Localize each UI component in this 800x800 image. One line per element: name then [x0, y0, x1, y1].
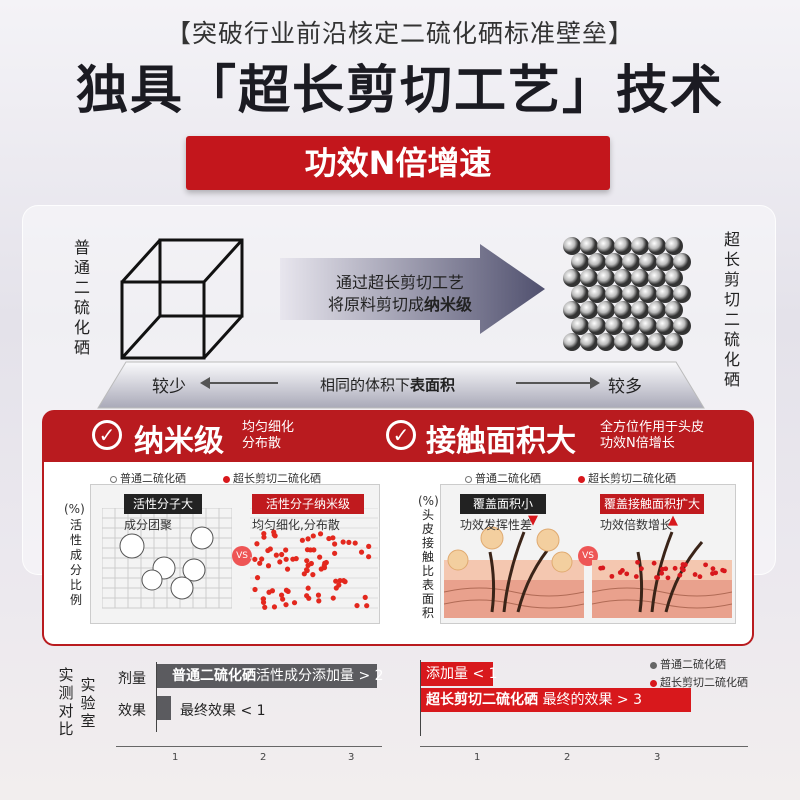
- chart2-right-label: 覆盖接触面积扩大: [600, 494, 704, 514]
- left-arrow-line: [204, 382, 278, 384]
- legend-dot-ultra: [223, 475, 230, 483]
- check-icon: ✓: [386, 420, 416, 450]
- skin-diagram-left: [444, 526, 584, 618]
- skin-diagram-right: [592, 531, 732, 618]
- up-arrow-icon: ▲: [668, 513, 678, 528]
- cube-icon: [120, 238, 244, 360]
- vs-badge: VS: [232, 546, 252, 566]
- feature-right-desc: 全方位作用于头皮功效N倍增长: [600, 420, 705, 451]
- right-axis: [420, 660, 421, 736]
- right-vertical-label: 超长剪切二硫化硒: [723, 230, 740, 389]
- top-tagline: 【突破行业前沿核定二硫化硒标准壁垒】: [165, 19, 634, 48]
- tick: 1: [172, 752, 179, 763]
- legend-2: 普通二硫化硒 超长剪切二硫化硒: [465, 470, 676, 486]
- left-x-axis: [116, 746, 382, 747]
- bottom-side-label-2: 实验室: [80, 676, 96, 730]
- legend-dot-ultra: [578, 475, 585, 483]
- normal-dose-text: 普通二硫化硒活性成分添加量 > 2: [172, 668, 384, 684]
- plinth-right: 较多: [608, 377, 642, 397]
- row-dose-label: 剂量: [118, 671, 146, 687]
- headline: 独具「超长剪切工艺」技术: [75, 61, 724, 121]
- chart1-unit: (%): [64, 502, 85, 516]
- chart2-left-label: 覆盖面积小: [460, 494, 546, 514]
- left-axis: [156, 662, 157, 732]
- speed-banner: 功效N倍增速: [186, 136, 610, 190]
- legend-1: 普通二硫化硒 超长剪切二硫化硒: [110, 470, 321, 486]
- right-x-axis: [420, 746, 748, 747]
- tick: 1: [474, 752, 481, 763]
- right-arrow-head-icon: [590, 377, 600, 389]
- ultra-dose-text: 添加量 < 1: [426, 666, 498, 682]
- plinth: [97, 361, 705, 409]
- legend-dot-ultra: [650, 679, 657, 687]
- plinth-left: 较少: [152, 377, 186, 397]
- feature-right-title: 接触面积大: [426, 424, 576, 459]
- left-arrow-head-icon: [200, 377, 210, 389]
- right-arrow-line: [516, 382, 590, 384]
- normal-dose-bar: [157, 664, 377, 688]
- chart1-right-label: 活性分子纳米级: [252, 494, 364, 514]
- chart1-left-note: 成分团聚: [124, 518, 173, 532]
- chart1-left-label: 活性分子大: [124, 494, 202, 514]
- row-effect-label: 效果: [118, 703, 146, 719]
- chart2-left-note: 功效发挥性差: [460, 518, 533, 532]
- normal-effect-text: 最终效果 < 1: [180, 703, 266, 719]
- tick: 3: [654, 752, 661, 763]
- bottom-side-label-1: 实测对比: [58, 666, 74, 738]
- bottom-legend-ultra: 超长剪切二硫化硒: [650, 674, 748, 690]
- legend-dot-normal: [465, 475, 472, 483]
- chart1-ylabel: 活性成分比例: [69, 518, 82, 607]
- plinth-middle: 相同的体积下表面积: [320, 376, 456, 394]
- feature-left-title: 纳米级: [134, 424, 224, 459]
- legend-dot-normal: [110, 475, 117, 483]
- chart1-left-grid: [102, 508, 232, 609]
- tick: 3: [348, 752, 355, 763]
- feature-left-desc: 均匀细化分布散: [242, 420, 295, 451]
- down-arrow-icon: ▼: [528, 513, 538, 528]
- check-icon: ✓: [92, 420, 122, 450]
- arrow-caption: 通过超长剪切工艺 将原料剪切成纳米级: [327, 273, 473, 314]
- tick: 2: [564, 752, 571, 763]
- chart1-right-note: 均匀细化,分布散: [252, 518, 340, 532]
- normal-effect-bar: [157, 696, 171, 720]
- chart2-right-note: 功效倍数增长: [600, 518, 673, 532]
- chart1-right-grid: [250, 508, 378, 610]
- chart2-unit: (%): [418, 494, 439, 508]
- nanoparticle-cluster-icon: [563, 237, 691, 351]
- legend-dot-normal: [650, 661, 657, 669]
- tick: 2: [260, 752, 267, 763]
- ultra-effect-bar: [421, 688, 691, 712]
- chart2-ylabel: 头皮接触比表面积: [421, 508, 434, 620]
- process-arrow-icon: [280, 244, 545, 334]
- bottom-legend-normal: 普通二硫化硒: [650, 656, 726, 672]
- ultra-dose-bar: [421, 662, 493, 686]
- left-vertical-label: 普通二硫化硒: [73, 238, 90, 357]
- ultra-effect-text: 超长剪切二硫化硒 最终的效果 > 3: [426, 692, 642, 708]
